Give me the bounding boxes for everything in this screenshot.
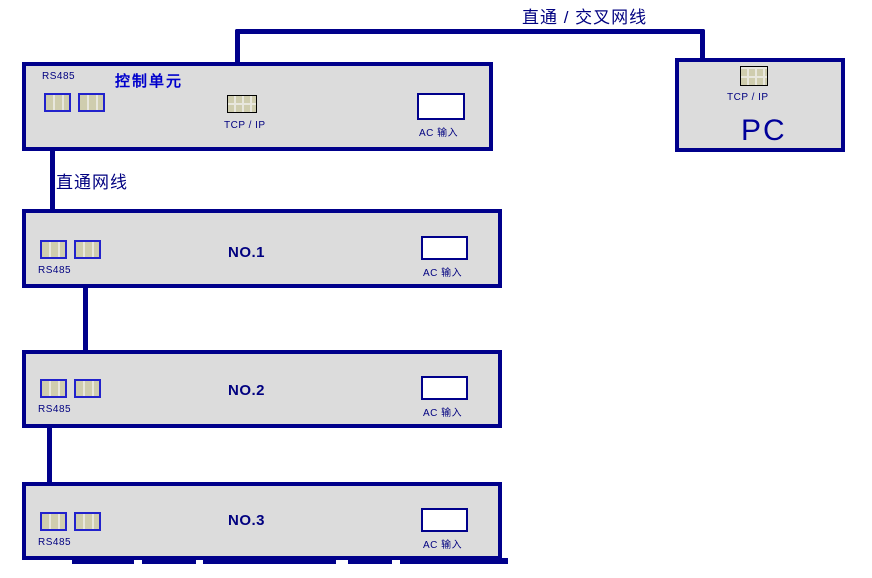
unit-no2-box: RS485 NO.2 AC 输入: [22, 350, 502, 428]
rs485-port-icon: [40, 512, 67, 531]
unit-no3-title: NO.3: [228, 512, 266, 529]
ac-input-port-icon: [421, 376, 468, 400]
rs485-cable-cu-to-no1: [50, 112, 55, 218]
tcp-cable-horizontal: [235, 29, 705, 34]
tcp-cable-label: 直通 / 交叉网线: [522, 8, 648, 27]
unit-no1-box: RS485 NO.1 AC 输入: [22, 209, 502, 288]
tcp-cable-vertical-right: [700, 29, 705, 60]
control-unit-tcpip-label: TCP / IP: [224, 120, 266, 131]
rs485-port-icon: [74, 379, 101, 398]
cutoff-fragment: [400, 558, 508, 564]
control-unit-title: 控制单元: [115, 73, 184, 90]
tcpip-port-icon: [740, 66, 768, 86]
rs485-port-icon: [40, 379, 67, 398]
pc-box: TCP / IP PC: [675, 58, 845, 152]
tcp-cable-vertical-left: [235, 29, 240, 92]
control-unit-rs485-label: RS485: [42, 71, 76, 82]
control-unit-box: RS485 控制单元 TCP / IP AC 输入: [22, 62, 493, 151]
rs485-cable-no2-to-no3: [47, 416, 52, 513]
cutoff-fragment: [142, 558, 196, 564]
tcpip-port-icon: [227, 95, 257, 113]
unit-no1-rs485-label: RS485: [38, 265, 72, 276]
pc-title: PC: [741, 114, 787, 147]
unit-no1-ac-label: AC 输入: [423, 268, 463, 279]
unit-no3-box: RS485 NO.3 AC 输入: [22, 482, 502, 560]
pc-tcpip-label: TCP / IP: [727, 92, 769, 103]
control-unit-ac-label: AC 输入: [419, 128, 459, 139]
ac-input-port-icon: [417, 93, 465, 120]
ac-input-port-icon: [421, 236, 468, 260]
rs485-port-icon: [44, 93, 71, 112]
unit-no3-ac-label: AC 输入: [423, 540, 463, 551]
rs485-cable-no1-to-no2: [83, 258, 88, 357]
cutoff-fragment: [348, 558, 392, 564]
cutoff-fragment: [72, 558, 134, 564]
rs485-port-icon: [74, 512, 101, 531]
unit-no2-title: NO.2: [228, 382, 266, 399]
rs485-port-icon: [40, 240, 67, 259]
unit-no1-title: NO.1: [228, 244, 266, 261]
rs485-port-icon: [78, 93, 105, 112]
rs485-cable-label: 直通网线: [56, 173, 128, 192]
rs485-port-icon: [74, 240, 101, 259]
unit-no3-rs485-label: RS485: [38, 537, 72, 548]
cutoff-fragment: [203, 558, 336, 564]
unit-no2-rs485-label: RS485: [38, 404, 72, 415]
ac-input-port-icon: [421, 508, 468, 532]
unit-no2-ac-label: AC 输入: [423, 408, 463, 419]
